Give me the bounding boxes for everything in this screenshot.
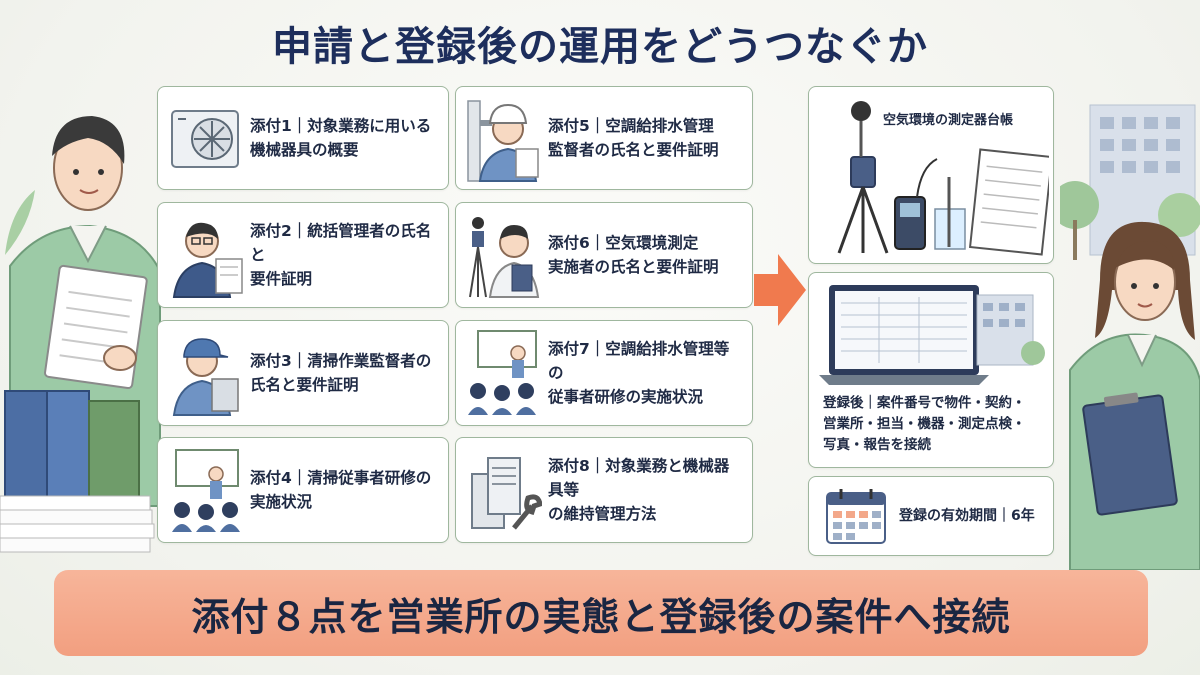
post-registration-label: 登録後｜案件番号で物件・契約・ 営業所・担当・機器・測定点検・ 写真・報告を接続 [823, 395, 1026, 453]
post-registration-card: 登録後｜案件番号で物件・契約・ 営業所・担当・機器・測定点検・ 写真・報告を接続 [808, 272, 1054, 468]
attachment-label: 添付1｜対象業務に用いる機械器具の概要 [250, 116, 432, 159]
attachment-label: 添付5｜空調給排水管理監督者の氏名と要件証明 [548, 116, 719, 159]
calendar-icon [826, 489, 886, 544]
cleaning-supervisor-icon [172, 338, 239, 416]
laptop-spreadsheet-icon [819, 285, 1045, 385]
air-conditioner-unit-icon [171, 110, 239, 168]
attachment-label: 添付8｜対象業務と機械器具等の維持管理方法 [548, 456, 730, 523]
hvac-training-icon [468, 330, 537, 415]
attachment-card-7: 添付7｜空調給排水管理等の従事者研修の実施状況 [455, 320, 753, 426]
validity-card: 登録の有効期間｜6年 [808, 476, 1054, 556]
right-worker-illustration [1069, 221, 1200, 570]
attachment-card-8: 添付8｜対象業務と機械器具等の維持管理方法 [455, 437, 753, 543]
attachment-label: 添付3｜清掃作業監督者の氏名と要件証明 [250, 351, 432, 394]
attachment-label: 添付2｜統括管理者の氏名と要件証明 [250, 221, 432, 288]
measurement-instruments-icon [837, 101, 1049, 256]
arrow-right-icon [754, 254, 806, 326]
attachment-card-5: 添付5｜空調給排水管理監督者の氏名と要件証明 [455, 86, 753, 190]
left-worker-illustration [0, 116, 161, 553]
summary-banner: 添付８点を営業所の実態と登録後の案件へ接続 [54, 570, 1148, 656]
machinery-wrench-icon [471, 457, 542, 530]
hvac-supervisor-icon [467, 100, 539, 182]
building-tree-illustration [1060, 104, 1200, 260]
attachment-label: 添付6｜空気環境測定実施者の氏名と要件証明 [548, 233, 719, 276]
attachment-card-2: 添付2｜統括管理者の氏名と要件証明 [157, 202, 449, 308]
attachment-card-1: 添付1｜対象業務に用いる機械器具の概要 [157, 86, 449, 190]
measurement-ledger-label: 空気環境の測定器台帳 [883, 113, 1014, 128]
validity-label: 登録の有効期間｜6年 [899, 508, 1035, 524]
attachment-label: 添付7｜空調給排水管理等の従事者研修の実施状況 [548, 339, 730, 406]
training-session-icon [172, 449, 240, 532]
page-title: 申請と登録後の運用をどうつなぐか [272, 24, 928, 70]
attachment-card-6: 添付6｜空気環境測定実施者の氏名と要件証明 [455, 202, 753, 308]
attachment-label: 添付4｜清掃従事者研修の実施状況 [250, 468, 432, 511]
attachment-card-3: 添付3｜清掃作業監督者の氏名と要件証明 [157, 320, 449, 426]
leaf-illustration [5, 190, 35, 255]
air-measurement-worker-icon [469, 217, 540, 298]
attachment-card-4: 添付4｜清掃従事者研修の実施状況 [157, 437, 449, 543]
manager-with-document-icon [172, 222, 243, 298]
measurement-ledger-card: 空気環境の測定器台帳 [808, 86, 1054, 264]
